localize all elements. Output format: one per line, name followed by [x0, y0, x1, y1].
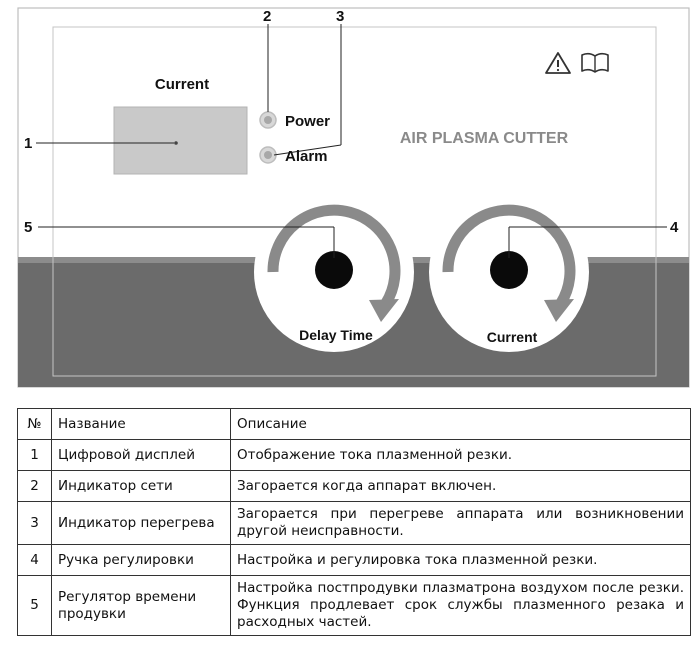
table-row: 4 Ручка регулировки Настройка и регулиро…: [17, 544, 691, 576]
row-num: 1: [17, 439, 52, 471]
current-knob-label: Current: [487, 329, 538, 345]
current-knob-arrow-icon: [442, 204, 576, 322]
warning-triangle-icon: [545, 52, 571, 74]
front-panel-diagram: Current Power Alarm AIR PLASMA CUTTER De…: [17, 7, 690, 388]
callout-1: 1: [24, 135, 32, 152]
header-num: №: [17, 408, 52, 440]
callout-2: 2: [263, 8, 271, 25]
row-desc: Загорается при перегреве аппарата или во…: [230, 501, 691, 545]
row-name: Цифровой дисплей: [51, 439, 231, 471]
row-name: Индикатор перегрева: [51, 501, 231, 545]
alarm-label: Alarm: [285, 148, 328, 165]
table-header-row: № Название Описание: [17, 408, 691, 440]
row-num: 5: [17, 575, 52, 636]
row-name: Регулятор времени продувки: [51, 575, 231, 636]
table-row: 5 Регулятор времени продувки Настройка п…: [17, 575, 691, 636]
delay-time-knob[interactable]: [315, 251, 353, 289]
current-knob[interactable]: [490, 251, 528, 289]
delay-knob-label: Delay Time: [299, 327, 373, 343]
row-num: 2: [17, 470, 52, 502]
row-desc: Отображение тока плазменной резки.: [230, 439, 691, 471]
callout-4: 4: [670, 219, 679, 236]
row-name: Ручка регулировки: [51, 544, 231, 576]
open-book-icon: [581, 52, 609, 73]
spec-table: № Название Описание 1 Цифровой дисплей О…: [17, 408, 691, 636]
callout-5: 5: [24, 219, 32, 236]
digital-display: [113, 106, 248, 175]
row-desc: Загорается когда аппарат включен.: [230, 470, 691, 502]
table-row: 3 Индикатор перегрева Загорается при пер…: [17, 501, 691, 545]
row-desc: Настройка постпродувки плазматрона возду…: [230, 575, 691, 636]
row-name: Индикатор сети: [51, 470, 231, 502]
table-row: 2 Индикатор сети Загорается когда аппара…: [17, 470, 691, 502]
row-num: 3: [17, 501, 52, 545]
row-desc: Настройка и регулировка тока плазменной …: [230, 544, 691, 576]
brand-text: AIR PLASMA CUTTER: [400, 130, 569, 147]
power-label: Power: [285, 113, 330, 130]
delay-knob-arrow-icon: [267, 204, 401, 322]
row-num: 4: [17, 544, 52, 576]
header-name: Название: [51, 408, 231, 440]
callout-3: 3: [336, 8, 344, 25]
table-row: 1 Цифровой дисплей Отображение тока плаз…: [17, 439, 691, 471]
display-label: Current: [155, 76, 209, 93]
header-desc: Описание: [230, 408, 691, 440]
